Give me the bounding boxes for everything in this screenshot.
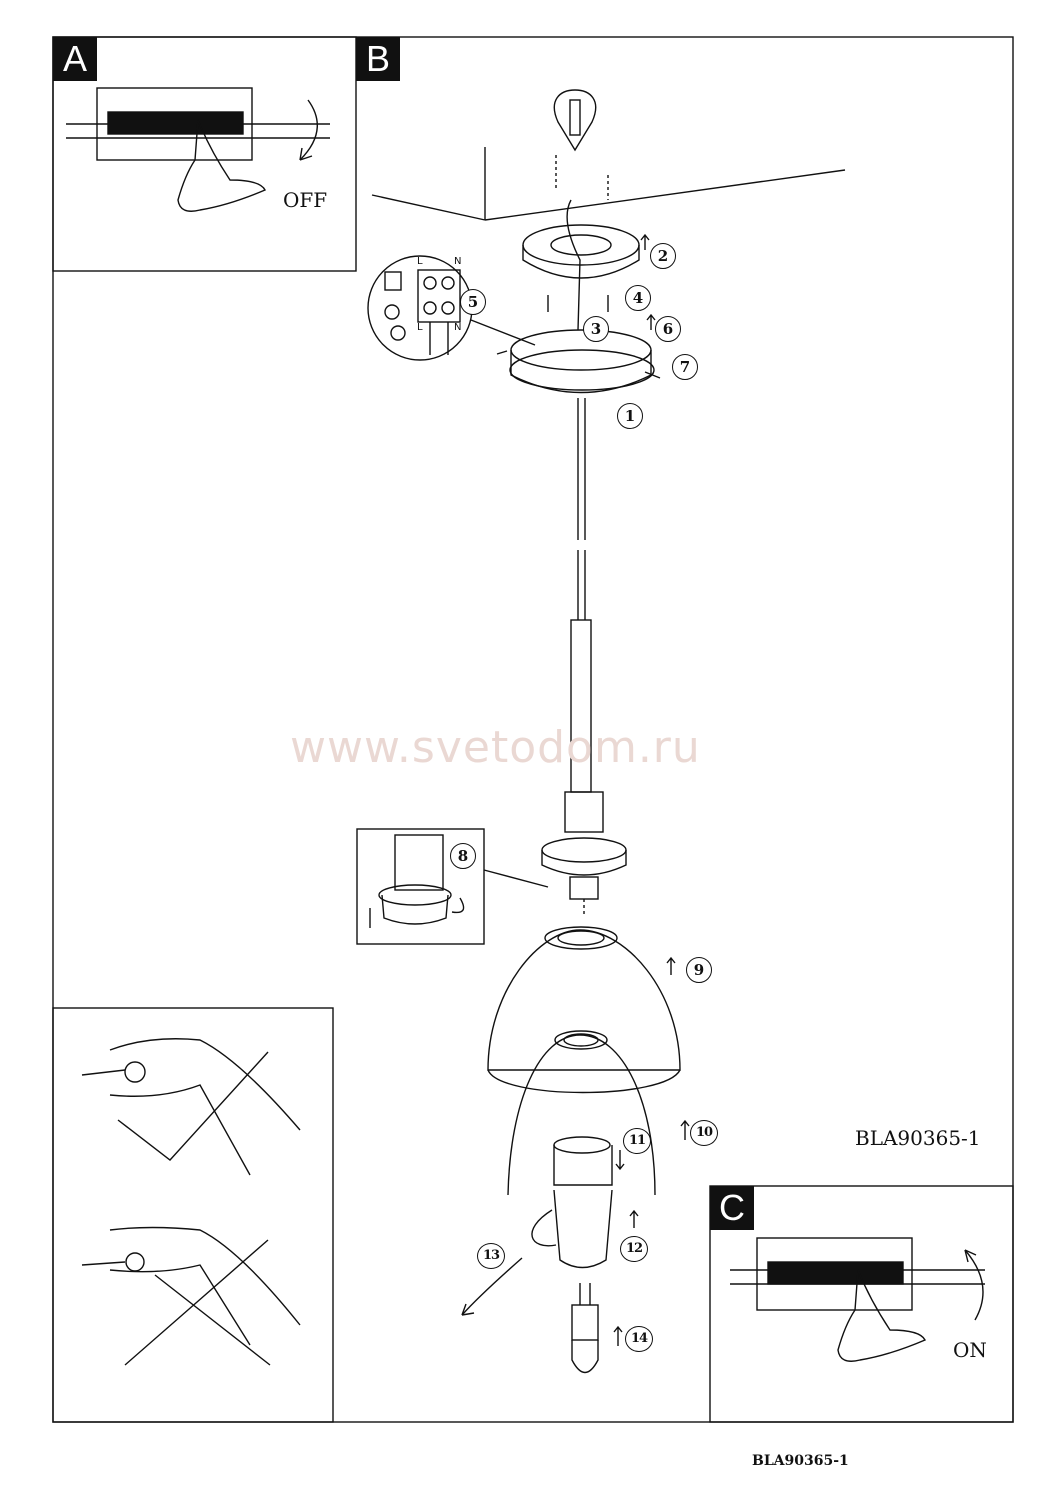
step-badge: 13 <box>477 1243 505 1269</box>
circuit-breaker-icon <box>730 1237 985 1321</box>
lamp-holder-sleeve-icon <box>461 1136 613 1316</box>
inner-shade-icon <box>507 1030 656 1196</box>
step-badge: 5 <box>460 289 486 315</box>
step-badge: 11 <box>623 1128 651 1154</box>
step-badge: 1 <box>617 403 643 429</box>
ceiling-icon <box>371 147 846 221</box>
step-badge: 8 <box>450 843 476 869</box>
step-badge: 2 <box>650 243 676 269</box>
lamp-socket-icon <box>541 791 627 915</box>
handling-panel-frame <box>52 1007 334 1423</box>
terminal-live-label: L <box>417 322 423 333</box>
step-badge: 6 <box>655 316 681 342</box>
panel-c-frame <box>709 1185 1014 1423</box>
watermark-text: www.svetodom.ru <box>290 722 701 773</box>
glass-shade-icon <box>487 926 681 1094</box>
direction-arrow-icons <box>613 233 690 1346</box>
step-badge: 4 <box>625 285 651 311</box>
bulb-icon <box>571 1283 599 1374</box>
panel-c-label: C <box>710 1186 754 1230</box>
panel-a-label: A <box>53 37 97 81</box>
hand-icon <box>837 1269 926 1362</box>
model-code: BLA90365-1 <box>855 1126 981 1150</box>
canopy-icon <box>496 295 661 394</box>
footer-code: BLA90365-1 <box>752 1453 849 1469</box>
glove-icon <box>81 1226 301 1346</box>
suspension-rod-icon <box>570 398 592 793</box>
step-badge: 7 <box>672 354 698 380</box>
glove-icon <box>81 1038 301 1176</box>
earth-symbol-icon <box>384 271 406 341</box>
step-badge: 3 <box>583 316 609 342</box>
outer-frame <box>52 36 1014 1423</box>
switch-off-label: OFF <box>283 188 328 212</box>
step-badge: 10 <box>690 1120 718 1146</box>
wall-plug-anchor-icon <box>553 89 609 200</box>
terminal-live-label: L <box>417 256 423 267</box>
step-badge: 9 <box>686 957 712 983</box>
terminal-neutral-label: N <box>454 256 462 267</box>
hand-icon <box>177 119 266 212</box>
cross-mark-icon <box>117 1051 269 1161</box>
circuit-breaker-icon <box>66 87 330 161</box>
cross-mark-icon <box>124 1239 271 1366</box>
terminal-neutral-label: N <box>454 322 462 333</box>
step-badge: 12 <box>620 1236 648 1262</box>
switch-on-label: ON <box>953 1338 987 1362</box>
panel-b-label: B <box>356 37 400 81</box>
ceiling-plate-icon <box>522 199 640 331</box>
socket-ring-callout-icon <box>356 828 549 945</box>
panel-a-frame <box>52 36 357 272</box>
step-badge: 14 <box>625 1326 653 1352</box>
